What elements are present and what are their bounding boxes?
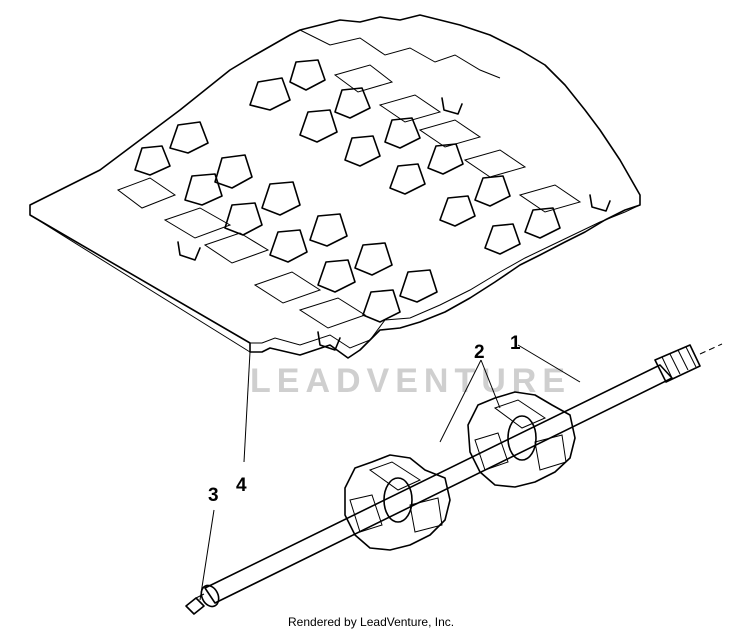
callouts: 1 2 3 4: [208, 333, 521, 506]
leader-lines: [199, 344, 581, 601]
callout-1: 1: [510, 333, 521, 354]
footer-credit: Rendered by LeadVenture, Inc.: [288, 615, 454, 629]
bolt: [185, 593, 205, 615]
watermark-text: LEADVENTURE: [250, 362, 571, 400]
track-lugs: [134, 59, 561, 323]
track-clips: [177, 97, 611, 351]
callout-3: 3: [208, 485, 219, 506]
watermark: LEADVENTURE: [250, 362, 571, 400]
callout-2: 2: [474, 342, 485, 363]
callout-4: 4: [236, 475, 247, 496]
track-belt: [29, 14, 641, 359]
drive-sprocket-rear: [467, 391, 576, 488]
drive-sprocket-front: [344, 454, 451, 551]
